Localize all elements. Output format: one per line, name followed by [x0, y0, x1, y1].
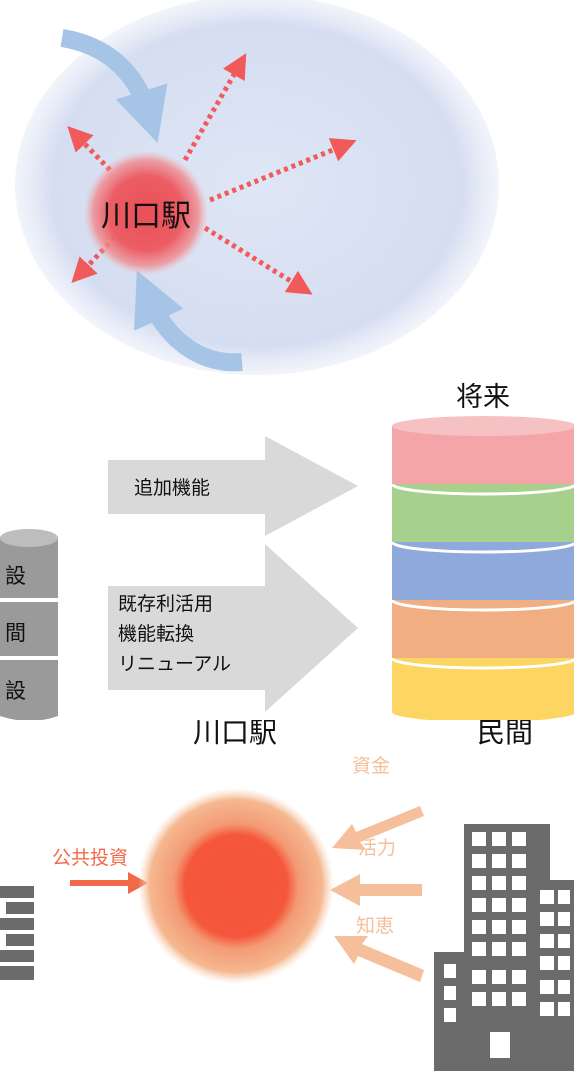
current-stack-label-3: 設: [5, 679, 26, 703]
inflow-arrow-top: [60, 29, 168, 143]
investment-canvas: 川口駅 民間 公共投資 資金 活力 知恵: [0, 716, 574, 1071]
current-facility-stack: 設 間 設: [0, 529, 58, 721]
public-investment-label: 公共投資: [52, 847, 128, 869]
addition-arrow-label: 追加機能: [134, 477, 210, 499]
conversion-arrow-label-2: 機能転換: [118, 623, 194, 645]
future-label: 将来: [456, 382, 510, 413]
private-buildings: [434, 824, 574, 1071]
conversion-arrow-label-1: 既存利活用: [118, 593, 213, 615]
current-stack-label-1: 設: [5, 564, 26, 588]
future-facility-stack: [390, 416, 574, 722]
station-label: 川口駅: [101, 199, 191, 234]
conversion-arrow: [108, 544, 358, 712]
private-inflow-arrows: [330, 806, 424, 982]
facility-transition-diagram: 設 間 設 追加機能 既存利活用 機能転換 リニューアル 将来: [0, 380, 574, 722]
inflow-label-vitality: 活力: [358, 837, 396, 859]
flow-diagram: 川口駅: [0, 0, 574, 380]
public-investment-arrow: [70, 872, 148, 894]
station-core: [138, 788, 334, 984]
flow-diagram-canvas: 川口駅: [15, 0, 499, 375]
addition-arrow: [108, 436, 358, 536]
inflow-arrow-bottom: [134, 270, 243, 372]
inflow-label-funds: 資金: [352, 755, 390, 777]
wisdom-arrow: [334, 936, 424, 982]
investment-diagram: 川口駅 民間 公共投資 資金 活力 知恵: [0, 716, 574, 1071]
station-title: 川口駅: [193, 720, 277, 749]
inflow-label-wisdom: 知恵: [356, 915, 394, 937]
private-sector-title: 民間: [477, 720, 533, 749]
facility-transition-canvas: 設 間 設 追加機能 既存利活用 機能転換 リニューアル 将来: [0, 382, 574, 722]
current-stack-label-2: 間: [5, 621, 26, 645]
outflow-arrow-southeast: [203, 225, 313, 295]
vitality-arrow: [330, 874, 422, 906]
funds-arrow: [332, 806, 424, 850]
conversion-arrow-label-3: リニューアル: [118, 653, 231, 675]
station-glow: [84, 151, 208, 275]
public-building: [0, 886, 34, 980]
outflow-arrow-east: [209, 138, 357, 203]
outflow-arrow-northwest: [67, 126, 112, 172]
catchment-area-ellipse: [15, 0, 499, 375]
outflow-arrow-north: [182, 53, 247, 162]
